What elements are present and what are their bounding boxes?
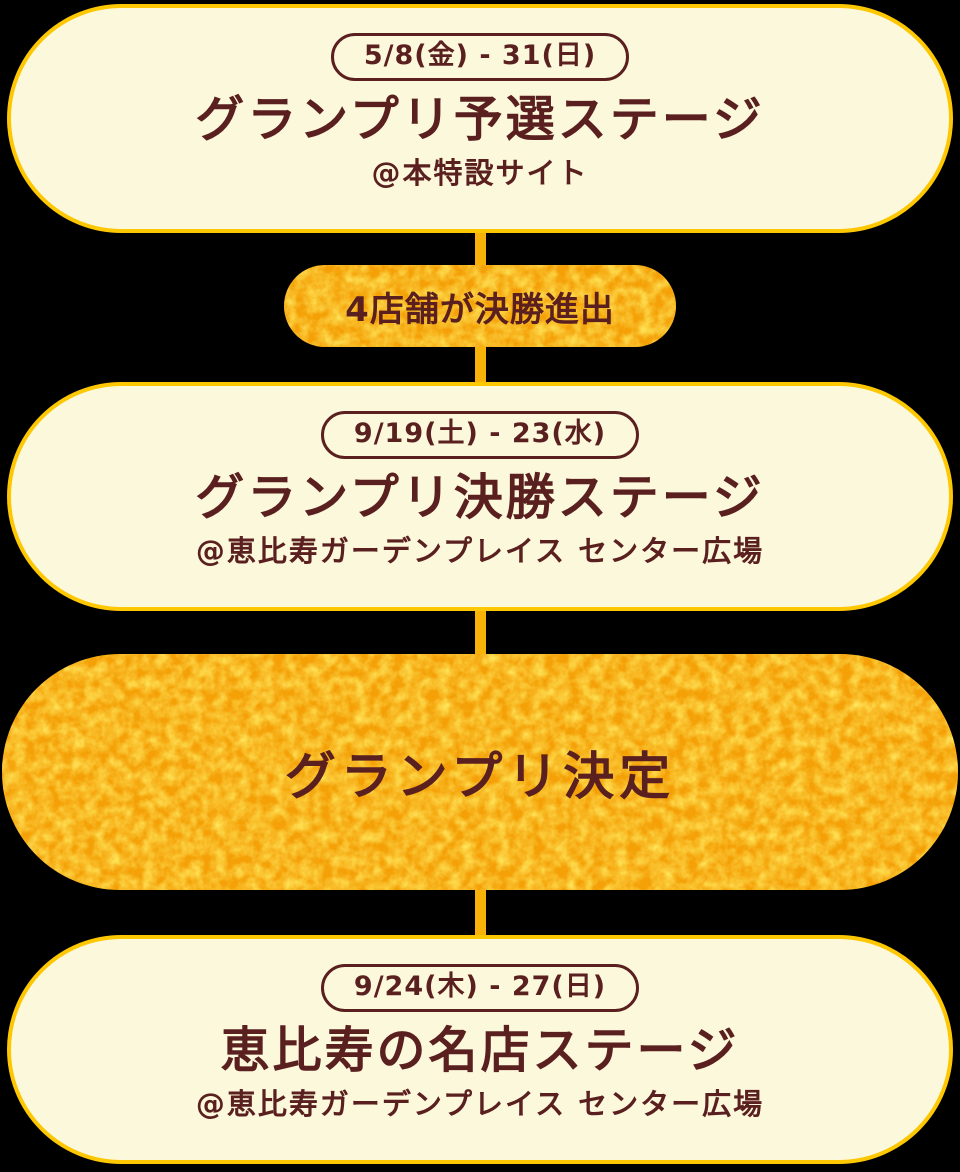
advance-note-label: 4店舗が決勝進出 (345, 289, 615, 330)
connector-line (474, 890, 486, 935)
connector-line (474, 611, 486, 654)
stage-venue: @恵比寿ガーデンプレイス センター広場 (195, 1087, 765, 1122)
stage-card-meiten: 9/24(木) - 27(日) 恵比寿の名店ステージ @恵比寿ガーデンプレイス … (7, 935, 953, 1164)
stage-venue: @本特設サイト (371, 156, 589, 191)
connector-line (474, 347, 486, 382)
connector-line (474, 233, 486, 265)
grand-prix-result-banner: グランプリ決定 (2, 654, 958, 890)
date-badge: 9/24(木) - 27(日) (320, 964, 640, 1012)
stage-card-qualifier: 5/8(金) - 31(日) グランプリ予選ステージ @本特設サイト (7, 4, 953, 233)
stage-title: グランプリ予選ステージ (195, 90, 765, 148)
advance-note-pill: 4店舗が決勝進出 (284, 265, 676, 347)
stage-title: グランプリ決勝ステージ (195, 468, 765, 526)
stage-title: 恵比寿の名店ステージ (220, 1021, 740, 1079)
date-badge: 9/19(土) - 23(水) (320, 411, 640, 459)
stage-card-final: 9/19(土) - 23(水) グランプリ決勝ステージ @恵比寿ガーデンプレイス… (7, 382, 953, 611)
date-badge: 5/8(金) - 31(日) (330, 33, 630, 81)
stage-venue: @恵比寿ガーデンプレイス センター広場 (195, 534, 765, 569)
result-banner-label: グランプリ決定 (284, 748, 676, 807)
